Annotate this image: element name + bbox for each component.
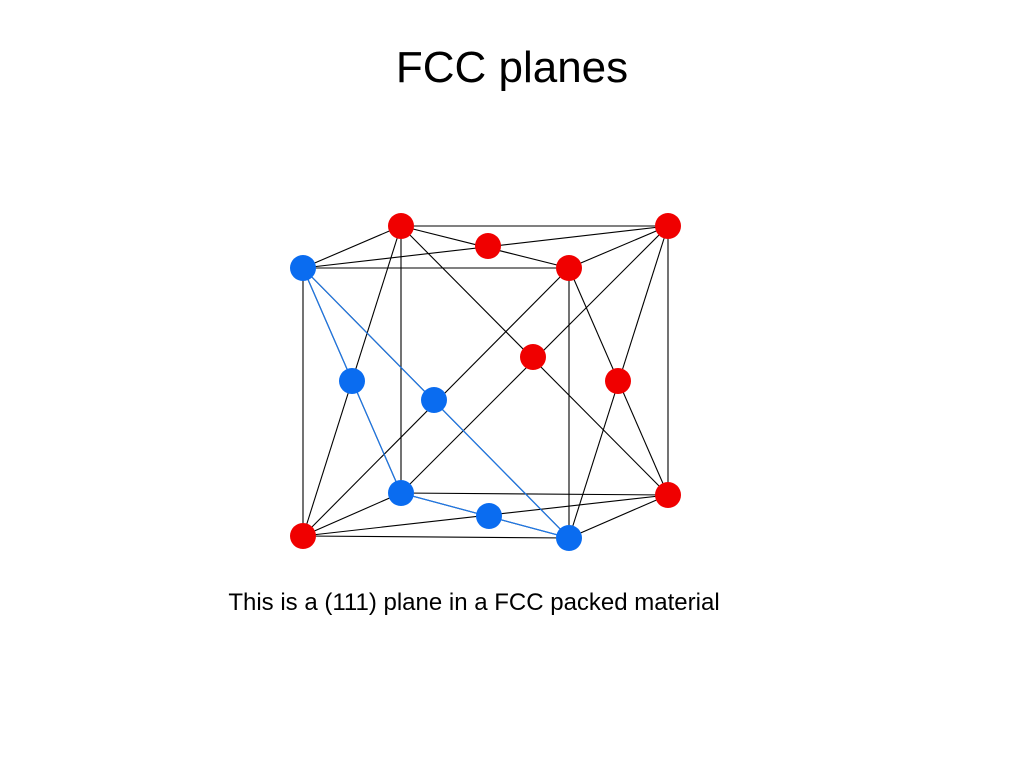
atom-back-top-left: [388, 213, 414, 239]
cell-line-front-top-left-to-back-top-left: [302, 225, 402, 269]
atom-back-face-center: [520, 344, 546, 370]
atom-top-face-center: [475, 233, 501, 259]
atom-front-top-left: [290, 255, 316, 281]
atom-front-bottom-left: [290, 523, 316, 549]
atom-bottom-face-center: [476, 503, 502, 529]
cell-line-front-bottom-left-to-back-bottom-left: [302, 492, 402, 537]
cell-line-front-top-right-to-back-top-right: [568, 225, 669, 269]
atom-back-bottom-left: [388, 480, 414, 506]
atom-back-bottom-right: [655, 482, 681, 508]
slide-title: FCC planes: [395, 43, 629, 92]
atom-front-top-right: [556, 255, 582, 281]
cell-line-front-bottom-left-to-front-bottom-right: [302, 535, 570, 539]
atoms: [290, 213, 681, 551]
cell-line-back-bottom-left-to-back-bottom-right: [400, 492, 669, 496]
atom-left-face-center: [339, 368, 365, 394]
atom-right-face-center: [605, 368, 631, 394]
atom-front-face-center: [421, 387, 447, 413]
cell-line-front-bottom-right-to-back-bottom-right: [568, 494, 669, 539]
atom-front-bottom-right: [556, 525, 582, 551]
atom-back-top-right: [655, 213, 681, 239]
caption: This is a (111) plane in a FCC packed ma…: [228, 589, 720, 616]
